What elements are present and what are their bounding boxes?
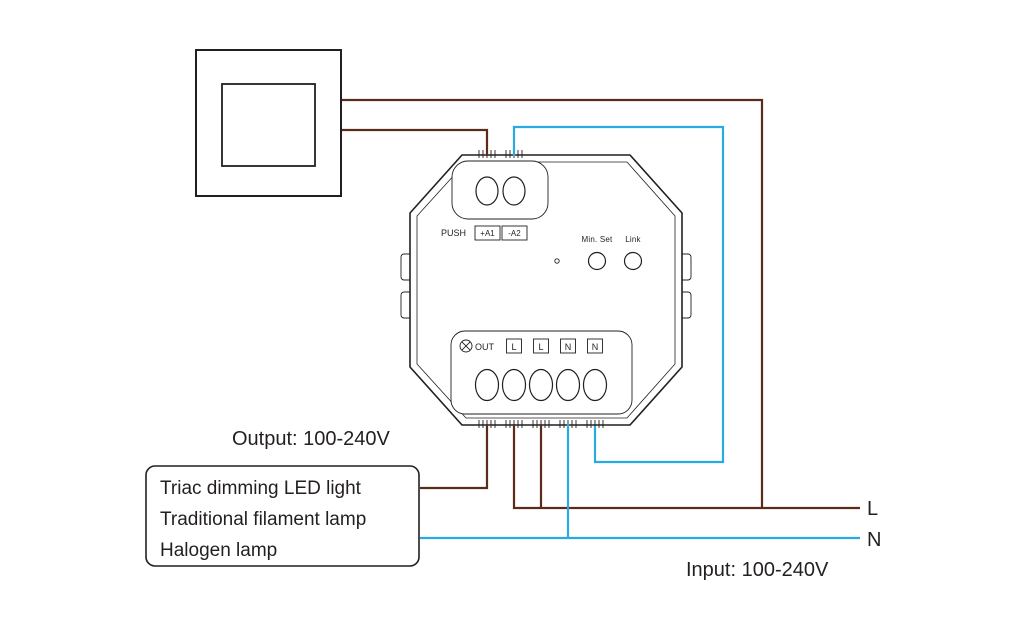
load-box-line-1: Triac dimming LED light — [160, 478, 362, 499]
indicator-led — [554, 258, 560, 264]
wire-neutral-input — [420, 424, 860, 540]
terminal-screw-n2 — [582, 368, 608, 402]
terminal-a1-label: +A1 — [480, 229, 495, 238]
wire-live-switch-to-line — [341, 98, 764, 508]
min-set-button[interactable] — [587, 251, 607, 271]
terminal-a1-box — [474, 225, 501, 241]
neutral-label: N — [867, 529, 881, 551]
terminal-l1-box — [506, 338, 522, 354]
link-label: Link — [625, 235, 641, 244]
wall-switch — [195, 49, 342, 197]
terminal-screw-l1 — [501, 368, 527, 402]
load-box-line-2: Traditional filament lamp — [160, 509, 366, 530]
output-voltage-label: Output: 100-240V — [232, 428, 391, 450]
terminal-n2-label: N — [592, 342, 599, 352]
link-button[interactable] — [623, 251, 643, 271]
module-inner-outline — [416, 161, 676, 419]
terminal-screw-l2 — [528, 368, 554, 402]
wire-live-switch-to-a1 — [341, 128, 489, 156]
terminal-l2-box — [533, 338, 549, 354]
terminal-n2-box — [587, 338, 603, 354]
out-label: OUT — [475, 342, 495, 352]
wire-neutral-a2-loop — [512, 125, 725, 464]
dimmer-module: PUSH +A1 -A2 Min. Set Link OUT L L N N — [400, 150, 692, 428]
line-label: L — [867, 498, 878, 520]
terminal-screw-n1 — [555, 368, 581, 402]
neutral-wires — [420, 125, 860, 540]
load-box: Triac dimming LED light Traditional fila… — [145, 465, 420, 567]
live-wires — [341, 98, 860, 510]
terminal-n1-label: N — [565, 342, 572, 352]
top-terminal-pocket — [451, 160, 549, 220]
input-voltage-label: Input: 100-240V — [686, 559, 829, 581]
min-set-label: Min. Set — [582, 235, 614, 244]
load-box-frame — [145, 465, 420, 567]
terminal-screw-a2 — [502, 176, 526, 206]
terminal-a2-box — [501, 225, 528, 241]
wire-live-line-input — [512, 424, 860, 510]
push-label: PUSH — [441, 228, 466, 238]
terminal-screw-out — [474, 368, 500, 402]
lamp-output-icon — [459, 339, 473, 353]
load-box-line-3: Halogen lamp — [160, 540, 277, 561]
terminal-l2-label: L — [538, 342, 543, 352]
terminal-a2-label: -A2 — [508, 229, 521, 238]
terminal-n1-box — [560, 338, 576, 354]
wall-switch-rocker[interactable] — [221, 83, 316, 167]
terminal-l1-label: L — [511, 342, 516, 352]
wire-live-out-to-lamp — [420, 424, 489, 490]
terminal-screw-a1 — [475, 176, 499, 206]
